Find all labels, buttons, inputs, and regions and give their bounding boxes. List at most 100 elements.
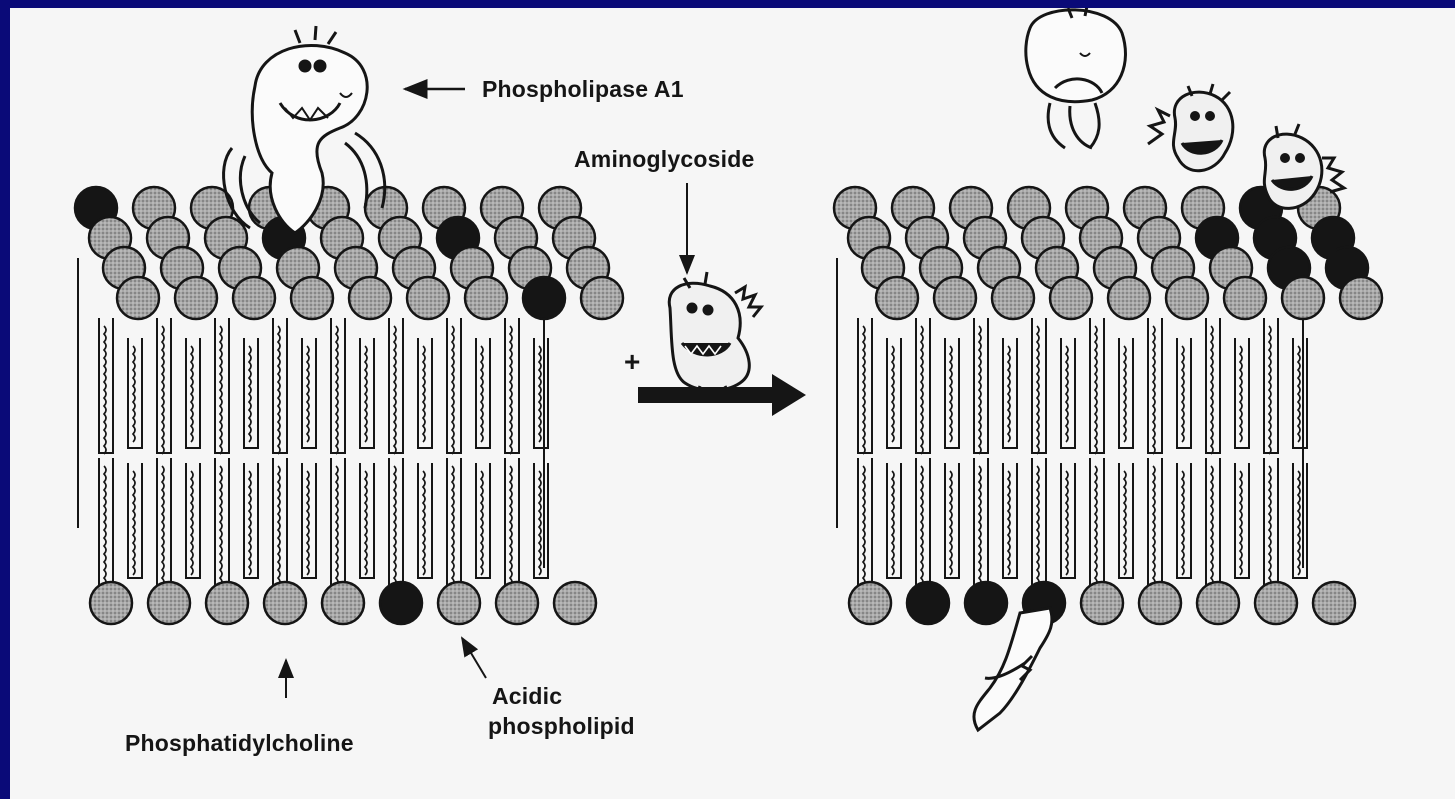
lipid-tail-wave	[539, 471, 541, 575]
phospholipase-inner-icon	[974, 608, 1052, 730]
lipid-tail-wave	[1066, 471, 1068, 575]
lipid-tail-wave	[1240, 346, 1242, 442]
lipid-tail-wave	[921, 466, 923, 586]
neutral-lipid-head	[849, 582, 891, 624]
lipid-tail-wave	[278, 326, 280, 454]
neutral-lipid-head	[1166, 277, 1208, 319]
lipid-tail-wave	[950, 346, 952, 442]
neutral-lipid-head	[554, 582, 596, 624]
acidic-lipid-head	[907, 582, 949, 624]
lipid-tail-wave	[191, 471, 193, 575]
lipid-tail-wave	[191, 346, 193, 442]
neutral-lipid-head	[233, 277, 275, 319]
lipid-tail-wave	[423, 471, 425, 575]
neutral-lipid-head	[1081, 582, 1123, 624]
lipid-tail-wave	[1037, 466, 1039, 586]
lipid-tail-wave	[1211, 326, 1213, 454]
lipid-tail-wave	[1269, 326, 1271, 454]
neutral-lipid-head	[876, 277, 918, 319]
acidic-pointer-icon	[462, 638, 486, 678]
neutral-lipid-head	[581, 277, 623, 319]
lipid-tail-wave	[133, 471, 135, 575]
lipid-tail-wave	[1298, 471, 1300, 575]
lipid-tail-wave	[1095, 326, 1097, 454]
lipid-tail-wave	[863, 466, 865, 586]
lipid-tail-wave	[892, 346, 894, 442]
drug-label: Aminoglycoside	[574, 146, 754, 173]
lipid-tail-wave	[1095, 466, 1097, 586]
enzyme-label: Phospholipase A1	[482, 76, 684, 103]
lipid-tail-wave	[1182, 471, 1184, 575]
acidic-lipid-head	[380, 582, 422, 624]
lipid-tail-wave	[365, 471, 367, 575]
lipid-tail-wave	[979, 466, 981, 586]
lipid-tail-wave	[423, 346, 425, 442]
neutral-lipid-head	[90, 582, 132, 624]
neutral-lipid-head	[496, 582, 538, 624]
neutral-lipid-head	[438, 582, 480, 624]
neutral-lipid-head	[1197, 582, 1239, 624]
lipid-tail-wave	[950, 471, 952, 575]
lipid-tail-wave	[249, 346, 251, 442]
neutral-lipid-head	[349, 277, 391, 319]
phospholipase-released-icon	[1026, 8, 1126, 148]
lipid-tail-wave	[1124, 346, 1126, 442]
lipid-tail-wave	[921, 326, 923, 454]
lipid-tail-wave	[1298, 346, 1300, 442]
membrane-after	[834, 187, 1382, 624]
lipid-tail-wave	[1153, 466, 1155, 586]
neutral-lipid-head	[1340, 277, 1382, 319]
acidic-phospholipid-label-line1: Acidic	[492, 683, 562, 710]
lipid-tail-wave	[1240, 471, 1242, 575]
lipid-tail-wave	[278, 466, 280, 586]
lipid-tail-wave	[307, 471, 309, 575]
acidic-phospholipid-label-line2: phospholipid	[488, 713, 635, 740]
lipid-tail-wave	[1153, 326, 1155, 454]
lipid-tail-wave	[307, 346, 309, 442]
phosphatidylcholine-label: Phosphatidylcholine	[125, 730, 354, 757]
lipid-tail-wave	[481, 346, 483, 442]
lipid-tail-wave	[336, 326, 338, 454]
plus-sign: +	[624, 346, 641, 378]
neutral-lipid-head	[148, 582, 190, 624]
lipid-tail-wave	[104, 326, 106, 454]
neutral-lipid-head	[322, 582, 364, 624]
lipid-tail-wave	[336, 466, 338, 586]
lipid-tail-wave	[1008, 346, 1010, 442]
aminoglycoside-creature-icon	[669, 272, 761, 398]
neutral-lipid-head	[291, 277, 333, 319]
lipid-tail-wave	[220, 466, 222, 586]
neutral-lipid-head	[206, 582, 248, 624]
neutral-lipid-head	[1050, 277, 1092, 319]
lipid-tail-wave	[1037, 326, 1039, 454]
lipid-tail-wave	[892, 471, 894, 575]
neutral-lipid-head	[1224, 277, 1266, 319]
acidic-lipid-head	[965, 582, 1007, 624]
lipid-tail-wave	[1124, 471, 1126, 575]
neutral-lipid-head	[1255, 582, 1297, 624]
neutral-lipid-head	[1139, 582, 1181, 624]
lipid-tail-wave	[510, 466, 512, 586]
phospholipase-creature-icon	[224, 26, 385, 233]
neutral-lipid-head	[992, 277, 1034, 319]
lipid-tail-wave	[510, 326, 512, 454]
lipid-tail-wave	[394, 326, 396, 454]
slide: Phospholipase A1 Aminoglycoside + Phosph…	[10, 8, 1455, 799]
lipid-tail-wave	[1066, 346, 1068, 442]
lipid-tail-wave	[1269, 466, 1271, 586]
lipid-tail-wave	[133, 346, 135, 442]
neutral-lipid-head	[1108, 277, 1150, 319]
lipid-tail-wave	[365, 346, 367, 442]
lipid-tail-wave	[1182, 346, 1184, 442]
lipid-tail-wave	[249, 471, 251, 575]
neutral-lipid-head	[1282, 277, 1324, 319]
lipid-tail-wave	[1211, 466, 1213, 586]
neutral-lipid-head	[264, 582, 306, 624]
lipid-tail-wave	[481, 471, 483, 575]
lipid-tail-wave	[162, 326, 164, 454]
lipid-tail-wave	[162, 466, 164, 586]
lipid-tail-wave	[220, 326, 222, 454]
neutral-lipid-head	[934, 277, 976, 319]
aminoglycoside-bound-icon-1	[1148, 84, 1233, 171]
lipid-tail-wave	[104, 466, 106, 586]
